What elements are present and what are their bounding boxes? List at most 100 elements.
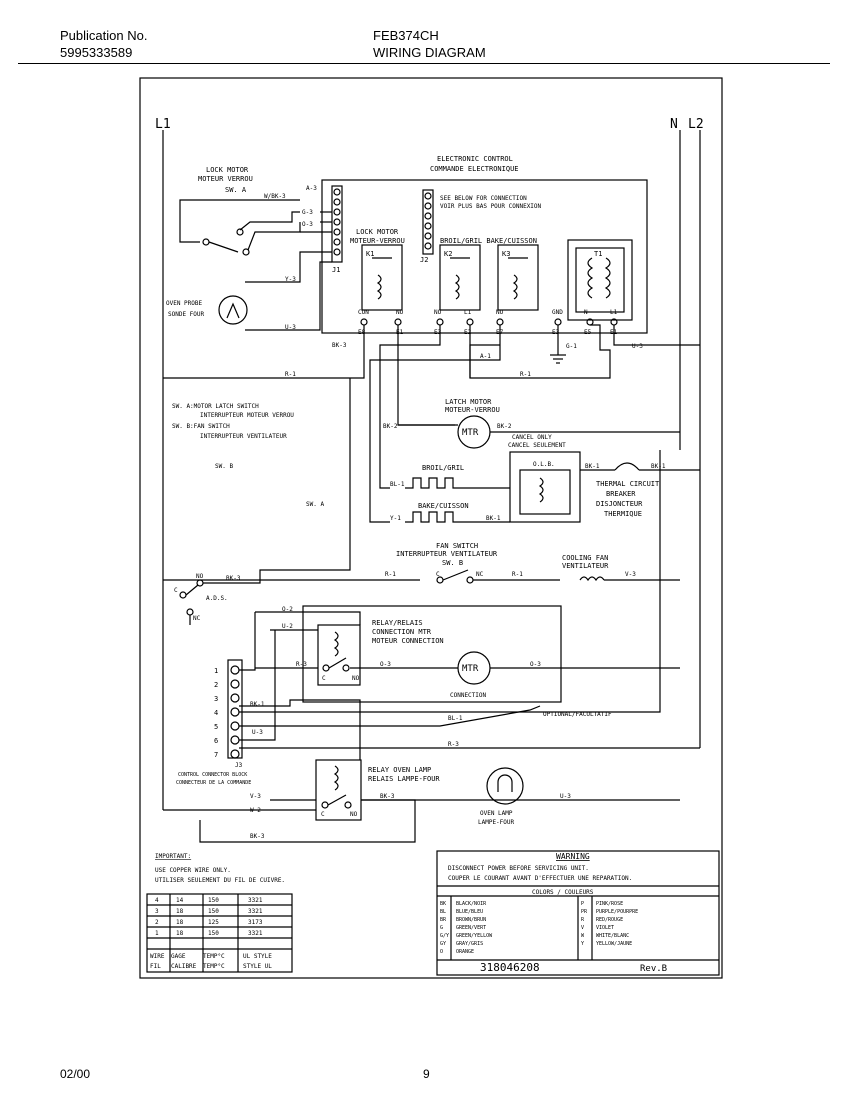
wire-r1-left: R-1 — [285, 371, 296, 378]
j2-label: J2 — [420, 256, 428, 264]
wire-r1-fan: R-1 — [385, 571, 396, 578]
bake-element-label: BAKE/CUISSON — [418, 502, 469, 510]
warning-title: WARNING — [556, 852, 590, 861]
latch-motor-label: LATCH MOTOR — [445, 398, 492, 406]
color-name: BLUE/BLEU — [456, 909, 483, 915]
wire-u3-lamp: U-3 — [560, 793, 571, 800]
terminal-name-label: CON — [358, 309, 369, 316]
document-title: WIRING DIAGRAM — [373, 45, 486, 60]
important-title: IMPORTANT: — [155, 853, 191, 860]
wire-bk3-lamp-right: BK-3 — [380, 793, 395, 800]
wire-u2: U-2 — [282, 623, 293, 630]
color-name: RED/ROUGE — [596, 917, 623, 923]
olb-label: O.L.B. — [533, 461, 555, 468]
color-name: WHITE/BLANC — [596, 933, 629, 939]
wire-y3-probe: Y-3 — [285, 276, 296, 283]
terminal-block-number: 2 — [214, 681, 218, 689]
oven-probe-label-fr: SONDE FOUR — [168, 311, 205, 318]
terminal-name-label: GND — [552, 309, 563, 316]
color-code: P — [581, 901, 584, 907]
latch-motor-label-fr: MOTEUR-VERROU — [445, 406, 500, 414]
wire-table-header: TEMP°C — [203, 953, 225, 960]
wire-bk1-l2: BK-1 — [651, 463, 666, 470]
relay-oven-lamp-label-fr: RELAIS LAMPE-FOUR — [368, 775, 440, 783]
wire-table-cell: 3321 — [248, 897, 263, 904]
sw-a-description: SW. A:MOTOR LATCH SWITCH — [172, 403, 259, 410]
cancel-only-label: CANCEL ONLY — [512, 434, 552, 441]
color-name: ORANGE — [456, 949, 474, 955]
oven-lamp-label-fr: LAMPE-FOUR — [478, 819, 515, 826]
ads-c: C — [174, 587, 178, 594]
color-name: GREEN/VERT — [456, 925, 486, 931]
ads-no: NO — [196, 573, 204, 580]
color-code: GY — [440, 941, 446, 947]
wire-o3-right: O-3 — [530, 661, 541, 668]
wire-table-header: CALIBRE — [171, 963, 197, 970]
sw-b-description: SW. B:FAN SWITCH — [172, 423, 230, 430]
color-code: G/Y — [440, 933, 449, 939]
j1-label: J1 — [332, 266, 340, 274]
j3-label: J3 — [235, 762, 243, 769]
wire-v3-lamp: V-3 — [250, 793, 261, 800]
sw-a-sketch-label: SW. A — [306, 501, 324, 508]
wire-a3: A-3 — [306, 185, 317, 192]
relay-no: NO — [352, 675, 360, 682]
part-number: 318046208 — [480, 961, 540, 974]
wire-table-cell: 3173 — [248, 919, 263, 926]
model-number: FEB374CH — [373, 28, 439, 43]
wire-bk2: BK-2 — [383, 423, 398, 430]
fan-switch-sw-label: SW. B — [442, 559, 463, 567]
see-below-label: SEE BELOW FOR CONNECTION — [440, 195, 527, 202]
warning-line-2: COUPER LE COURANT AVANT D'EFFECTUER UNE … — [448, 875, 632, 882]
cancel-only-label-fr: CANCEL SEULEMENT — [508, 442, 566, 449]
wire-bk1-bake: BK-1 — [486, 515, 501, 522]
see-below-label-fr: VOIR PLUS BAS POUR CONNEXION — [440, 203, 542, 210]
terminal-name-label: N — [584, 309, 588, 316]
wire-r3-block: R-3 — [448, 741, 459, 748]
terminal-number-label: E2 — [464, 329, 472, 336]
wire-w2: W-2 — [250, 807, 261, 814]
wire-r3: R-3 — [296, 661, 307, 668]
wire-y1: Y-1 — [390, 515, 401, 522]
color-code: G — [440, 925, 443, 931]
color-code: BR — [440, 917, 447, 923]
broil-bake-relay-label: BROIL/GRIL BAKE/CUISSON — [440, 237, 537, 245]
lamp-relay-no: NO — [350, 811, 358, 818]
relay-connection-label-2: CONNECTION MTR — [372, 628, 432, 636]
header-rule — [18, 63, 830, 64]
wire-table-cell: 14 — [176, 897, 184, 904]
important-line-2: UTILISER SEULEMENT DU FIL DE CUIVRE. — [155, 877, 285, 884]
wire-bk2-right: BK-2 — [497, 423, 512, 430]
terminal-name-label: NO — [496, 309, 504, 316]
wire-w-bk3: W/BK-3 — [264, 193, 286, 200]
ads-nc: NC — [193, 615, 201, 622]
line-n-label: N — [670, 117, 678, 132]
relay-oven-lamp-label: RELAY OVEN LAMP — [368, 766, 431, 774]
wire-o3-relay: O-3 — [380, 661, 391, 668]
thermal-breaker-label-4: THERMIQUE — [604, 510, 642, 518]
color-name: GRAY/GRIS — [456, 941, 483, 947]
terminal-number-label: E1 — [610, 329, 618, 336]
sw-a-description-fr: INTERRUPTEUR MOTEUR VERROU — [200, 412, 294, 419]
wire-r1-right: R-1 — [520, 371, 531, 378]
terminal-block-number: 1 — [214, 667, 218, 675]
relay-k2-label: K2 — [444, 250, 452, 258]
terminal-number-label: E3 — [434, 329, 442, 336]
fan-switch-nc: NC — [476, 571, 484, 578]
important-line-1: USE COPPER WIRE ONLY. — [155, 867, 231, 874]
thermal-breaker-label-1: THERMAL CIRCUIT — [596, 480, 660, 488]
lock-motor-relay-label-fr: MOTEUR-VERROU — [350, 237, 405, 245]
lock-motor-label-fr: MOTEUR VERROU — [198, 175, 253, 183]
color-name: BLACK/NOIR — [456, 901, 487, 907]
wire-table-cell: 150 — [208, 930, 219, 937]
line-l2-label: L2 — [688, 117, 704, 132]
electronic-control-label: ELECTRONIC CONTROL — [437, 155, 513, 163]
block-label-fr: CONNECTEUR DE LA COMMANDE — [176, 780, 251, 786]
terminal-number-label: E1 — [396, 329, 404, 336]
block-label: CONTROL CONNECTOR BLOCK — [178, 772, 247, 778]
wire-table-cell: 2 — [155, 919, 159, 926]
line-l1-label: L1 — [155, 117, 171, 132]
